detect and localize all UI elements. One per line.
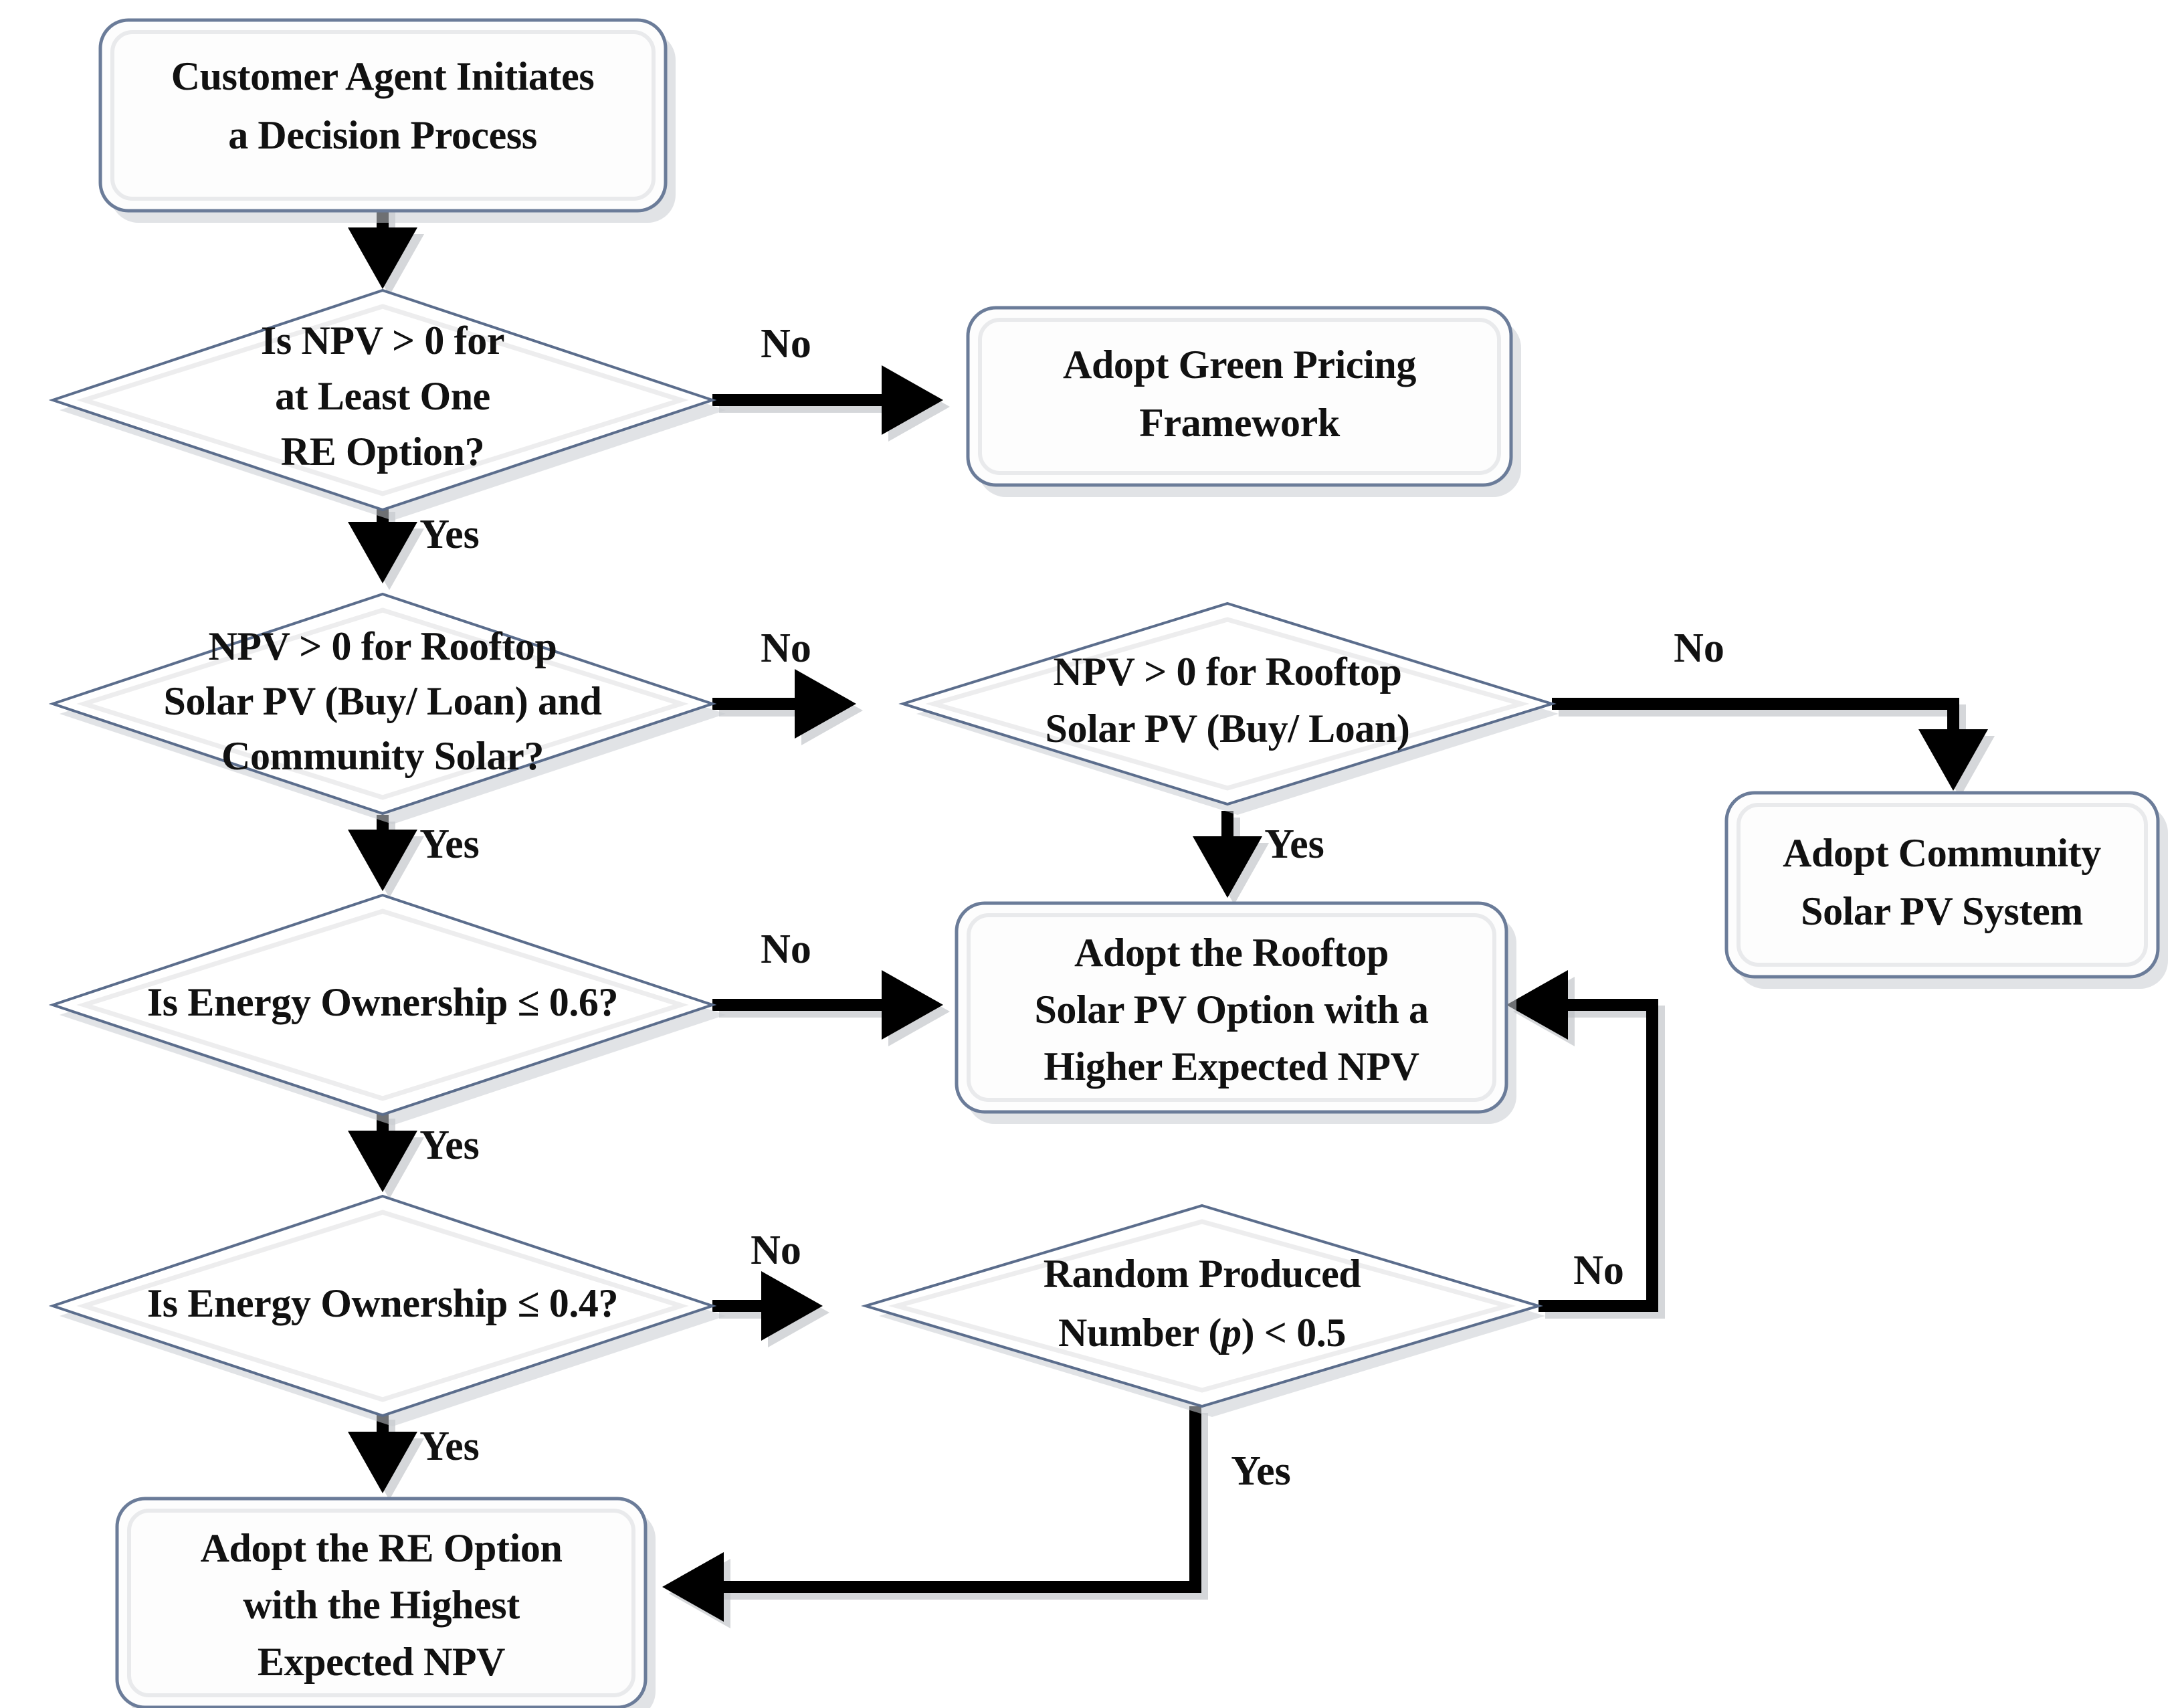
node-decision-random-l1-p: p bbox=[1218, 1311, 1242, 1355]
node-green-pricing-line-0: Adopt Green Pricing bbox=[1063, 343, 1416, 387]
node-decision-npv-any-line-1: at Least One bbox=[275, 374, 490, 418]
node-adopt-rooftop[interactable]: Adopt the Rooftop Solar PV Option with a… bbox=[955, 901, 1516, 1124]
node-decision-ownership-04[interactable]: Is Energy Ownership ≤ 0.4? bbox=[48, 1194, 726, 1426]
edge-label-yes-npv-any: Yes bbox=[419, 512, 480, 557]
edge-ownership-06-yes-to-ownership-04 bbox=[348, 1112, 424, 1199]
node-decision-ownership-06[interactable]: Is Energy Ownership ≤ 0.6? bbox=[48, 893, 726, 1125]
node-adopt-rooftop-line-0: Adopt the Rooftop bbox=[1074, 931, 1389, 975]
edge-label-no-random: No bbox=[1573, 1248, 1624, 1293]
node-decision-random[interactable]: Random Produced Number (p) < 0.5 bbox=[861, 1204, 1545, 1417]
node-decision-ownership-06-line-0: Is Energy Ownership ≤ 0.6? bbox=[147, 980, 618, 1024]
node-decision-rooftop-only-line-1: Solar PV (Buy/ Loan) bbox=[1046, 706, 1410, 751]
node-decision-rooftop-community-line-2: Community Solar? bbox=[221, 734, 544, 778]
edge-label-yes-rooftop-community: Yes bbox=[419, 822, 480, 867]
edge-random-no-to-adopt-rooftop bbox=[1506, 970, 1665, 1319]
node-decision-rooftop-community-line-0: NPV > 0 for Rooftop bbox=[208, 624, 557, 668]
edge-label-no-ownership-06: No bbox=[761, 927, 811, 972]
node-start-line-1: a Decision Process bbox=[228, 113, 537, 157]
node-decision-npv-any-line-2: RE Option? bbox=[281, 430, 484, 474]
edge-labels-layer: No Yes No Yes No Yes No Yes No Yes No Ye… bbox=[419, 321, 1724, 1494]
node-community-solar[interactable]: Adopt Community Solar PV System bbox=[1724, 791, 2168, 989]
node-green-pricing[interactable]: Adopt Green Pricing Framework bbox=[966, 306, 1521, 497]
edge-random-yes-to-re-highest bbox=[662, 1406, 1208, 1628]
node-adopt-re-highest-line-0: Adopt the RE Option bbox=[201, 1526, 563, 1570]
edge-npv-any-no-to-green-pricing bbox=[712, 365, 950, 442]
edge-label-no-rooftop-only: No bbox=[1674, 626, 1724, 671]
node-adopt-re-highest[interactable]: Adopt the RE Option with the Highest Exp… bbox=[115, 1497, 656, 1708]
node-start[interactable]: Customer Agent Initiates a Decision Proc… bbox=[98, 18, 676, 223]
edge-ownership-06-no-to-adopt-rooftop bbox=[712, 970, 950, 1046]
edge-label-no-rooftop-community: No bbox=[761, 626, 811, 671]
edge-label-yes-random: Yes bbox=[1231, 1448, 1291, 1494]
node-decision-random-l1-b: ) < 0.5 bbox=[1242, 1311, 1346, 1355]
node-decision-random-line-1: Number (p) < 0.5 bbox=[1058, 1311, 1346, 1355]
edge-label-yes-ownership-04: Yes bbox=[419, 1424, 480, 1469]
node-community-solar-line-1: Solar PV System bbox=[1801, 889, 2083, 933]
edge-rooftop-only-no-to-community-solar bbox=[1552, 698, 1995, 797]
edge-ownership-04-yes-to-re-highest bbox=[348, 1413, 424, 1500]
node-adopt-rooftop-line-1: Solar PV Option with a bbox=[1034, 987, 1428, 1032]
node-decision-npv-any[interactable]: Is NPV > 0 for at Least One RE Option? bbox=[48, 288, 726, 520]
node-green-pricing-line-1: Framework bbox=[1139, 401, 1341, 445]
node-adopt-re-highest-line-1: with the Highest bbox=[243, 1583, 520, 1627]
node-decision-rooftop-only[interactable]: NPV > 0 for Rooftop Solar PV (Buy/ Loan) bbox=[898, 601, 1559, 815]
edge-label-no-ownership-04: No bbox=[751, 1228, 801, 1273]
node-decision-ownership-04-line-0: Is Energy Ownership ≤ 0.4? bbox=[147, 1281, 618, 1325]
edge-label-yes-rooftop-only: Yes bbox=[1264, 822, 1324, 867]
node-decision-npv-any-line-0: Is NPV > 0 for bbox=[261, 318, 504, 363]
edge-rooftop-only-yes-to-adopt-rooftop bbox=[1193, 811, 1269, 905]
node-community-solar-line-0: Adopt Community bbox=[1783, 831, 2101, 875]
node-adopt-rooftop-line-2: Higher Expected NPV bbox=[1044, 1044, 1419, 1088]
edge-rooftop-community-yes-to-ownership-06 bbox=[348, 815, 424, 898]
node-adopt-re-highest-line-2: Expected NPV bbox=[258, 1640, 505, 1684]
edge-label-yes-ownership-06: Yes bbox=[419, 1123, 480, 1168]
node-decision-random-line-0: Random Produced bbox=[1044, 1252, 1361, 1296]
node-decision-rooftop-community[interactable]: NPV > 0 for Rooftop Solar PV (Buy/ Loan)… bbox=[48, 592, 726, 824]
node-decision-random-line-0-text: Random Produced bbox=[1044, 1252, 1361, 1296]
node-decision-rooftop-only-line-0: NPV > 0 for Rooftop bbox=[1053, 650, 1401, 694]
node-decision-random-l1-a: Number ( bbox=[1058, 1311, 1221, 1355]
node-start-line-0: Customer Agent Initiates bbox=[171, 54, 595, 98]
edge-rooftop-community-no-to-rooftop-only bbox=[712, 669, 863, 745]
connectors-layer bbox=[348, 197, 1995, 1628]
edge-ownership-04-no-to-random bbox=[712, 1271, 829, 1347]
edge-label-no-npv-any: No bbox=[761, 321, 811, 367]
node-decision-rooftop-community-line-1: Solar PV (Buy/ Loan) and bbox=[163, 679, 601, 723]
